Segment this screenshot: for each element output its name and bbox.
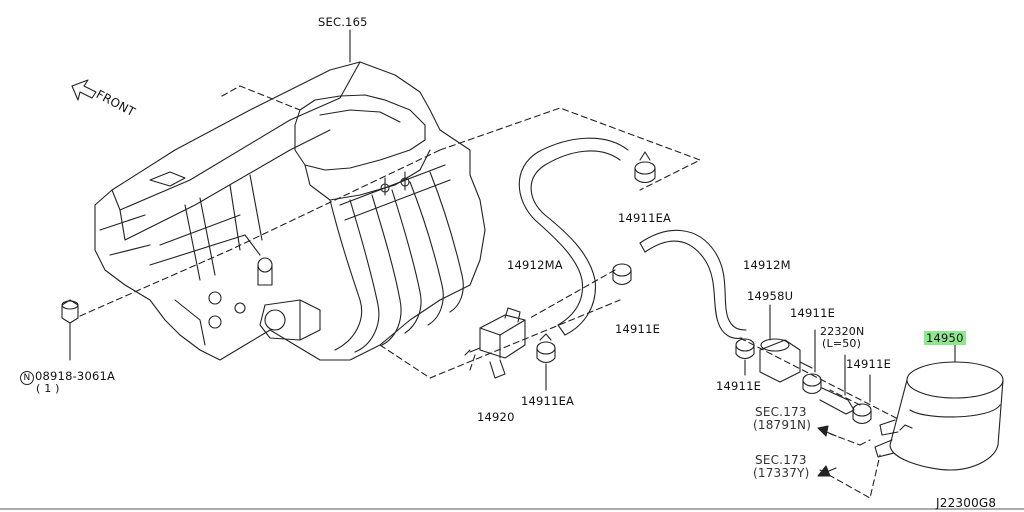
clamp-14911e-middle (802, 329, 822, 395)
clamp-14911e-left (612, 263, 632, 286)
clamp-14911ea-top (634, 151, 656, 184)
label-08918-3061a: N 08918-3061A (20, 370, 115, 385)
hose-22320n (819, 354, 855, 415)
label-sec-173-a: SEC.173 (755, 405, 807, 419)
sec173-arrows (817, 425, 837, 477)
clamp-14911e-right (852, 374, 872, 425)
label-14912m: 14912M (743, 258, 791, 272)
label-22320n-length: (L=50) (822, 337, 862, 350)
label-14958u: 14958U (747, 289, 794, 303)
label-sec-173-b-ref: (17337Y) (753, 466, 810, 480)
label-sec-173-b: SEC.173 (755, 453, 807, 467)
clamp-14911ea-bottom (536, 333, 556, 391)
label-08918-qty: ( 1 ) (36, 382, 60, 395)
hose-14912m (639, 229, 747, 339)
label-14911e-left: 14911E (615, 322, 661, 336)
label-14911ea-bottom: 14911EA (521, 394, 575, 408)
filter-14958u (759, 304, 813, 383)
bolt-08918-3061a (61, 299, 79, 361)
engine-assembly (94, 29, 486, 361)
canister-14950 (874, 344, 1004, 471)
valve-14920 (464, 307, 526, 379)
drawing-reference: J22300G8 (936, 496, 997, 510)
n-circle-icon: N (20, 371, 34, 385)
label-14911e-right: 14911E (846, 357, 892, 371)
n-mark: N (23, 373, 31, 383)
leader-lines (79, 107, 901, 499)
hose-14912ma (518, 137, 629, 336)
label-14911e-middle: 14911E (790, 306, 836, 320)
label-14920: 14920 (477, 410, 515, 424)
label-14950-text: 14950 (924, 331, 966, 345)
label-sec-173-a-ref: (18791N) (753, 418, 812, 432)
label-14950: 14950 (924, 331, 966, 345)
clamp-14911e-filter (735, 338, 755, 376)
label-14912ma: 14912MA (507, 258, 563, 272)
front-arrow-icon (71, 79, 97, 101)
label-sec-165: SEC.165 (318, 15, 368, 29)
part-number-08918: 08918-3061A (35, 369, 116, 383)
label-22320n: 22320N (820, 325, 865, 338)
label-14911e-filter: 14911E (716, 379, 762, 393)
label-14911ea-top: 14911EA (618, 211, 672, 225)
